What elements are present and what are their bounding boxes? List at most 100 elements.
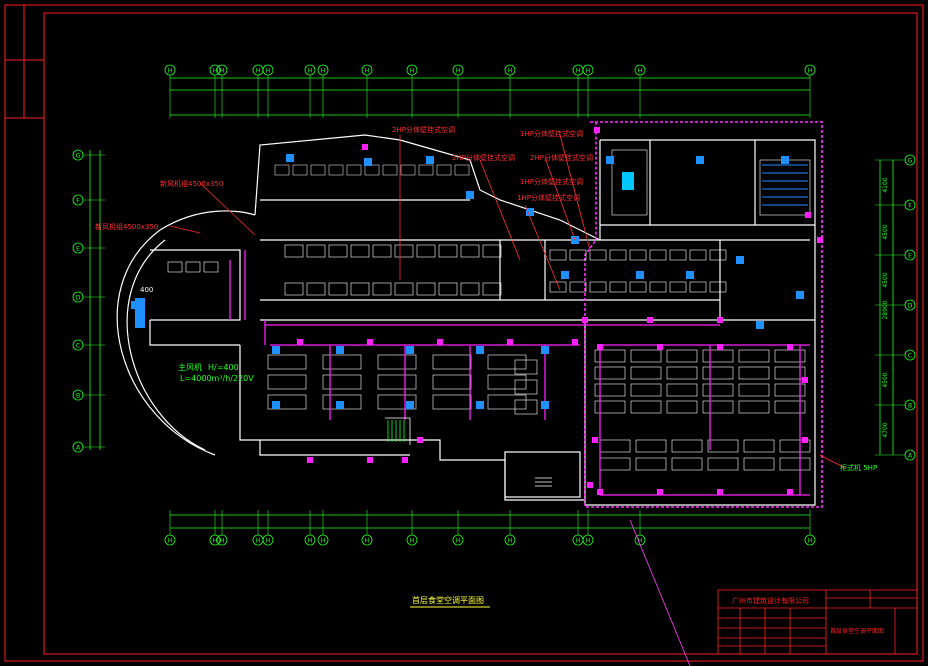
dining-table: [594, 400, 626, 414]
svg-text:H: H: [508, 68, 513, 75]
svg-text:G: G: [76, 153, 81, 160]
grid-bubble-right: A: [904, 449, 916, 461]
kitchen-counter: [709, 249, 727, 261]
grid-bubble-bottom: H: [252, 534, 264, 546]
svg-text:D: D: [76, 295, 81, 302]
kitchen-counter: [482, 244, 502, 258]
svg-text:E: E: [908, 253, 912, 260]
dining-table: [267, 394, 307, 410]
dining-table: [671, 439, 703, 453]
diffuser: [647, 317, 653, 323]
diffuser: [787, 489, 793, 495]
grid-bubble-top: H: [452, 64, 464, 76]
svg-text:H: H: [308, 538, 313, 545]
title-block-company: 广州市建筑设计有限公司: [732, 596, 809, 605]
diffuser: [657, 344, 663, 350]
svg-text:H: H: [586, 68, 591, 75]
svg-text:H: H: [576, 68, 581, 75]
dining-table: [514, 379, 538, 395]
svg-text:H: H: [256, 538, 261, 545]
diffuser: [717, 489, 723, 495]
ac-unit: [636, 271, 644, 279]
ac-unit: [286, 154, 294, 162]
drawing-title: 首层食堂空调平面图: [412, 595, 484, 605]
dining-table: [702, 349, 734, 363]
grid-bubble-right: B: [904, 399, 916, 411]
grid-bubble-top: H: [216, 64, 228, 76]
grid-bubble-top: H: [361, 64, 373, 76]
kitchen-counter: [306, 244, 326, 258]
revision-cloud: [584, 121, 823, 508]
svg-text:H: H: [508, 538, 513, 545]
dining-table: [707, 457, 739, 471]
kitchen-counter: [569, 249, 587, 261]
ac-unit: [476, 401, 484, 409]
dining-table: [702, 400, 734, 414]
ac-unit: [272, 401, 280, 409]
kitchen-counter: [609, 249, 627, 261]
kitchen-shelf: [310, 164, 326, 176]
kitchen-counter: [438, 244, 458, 258]
dining-table: [185, 261, 201, 273]
note-ac-6: 1HP分体壁挂式空调: [517, 193, 580, 202]
dining-table: [707, 439, 739, 453]
kitchen-shelf: [436, 164, 452, 176]
ac-unit: [796, 291, 804, 299]
diffuser: [787, 344, 793, 350]
ac-unit: [466, 191, 474, 199]
grid-bubble-top: H: [262, 64, 274, 76]
ac-unit: [696, 156, 704, 164]
kitchen-counter: [284, 282, 304, 296]
cold-room-unit: [622, 172, 634, 190]
diffuser: [597, 489, 603, 495]
drawing-frame: [4, 4, 924, 662]
kitchen-counter: [306, 282, 326, 296]
dining-table: [594, 366, 626, 380]
dining-table: [671, 457, 703, 471]
dining-table: [774, 400, 806, 414]
svg-text:H: H: [410, 538, 415, 545]
grid-bubble-bottom: H: [304, 534, 316, 546]
right-dimension-text: 4500: [882, 372, 889, 387]
diffuser: [572, 339, 578, 345]
grid-bubble-right: D: [904, 299, 916, 311]
note-ac-3: 1HP分体壁挂式空调: [520, 129, 583, 138]
kitchen-shelf: [454, 164, 470, 176]
kitchen-shelf: [418, 164, 434, 176]
grid-bubble-top: H: [304, 64, 316, 76]
title-block-sheet-title: 首层食堂空调平面图: [830, 627, 884, 635]
grid-bubble-right: E: [904, 249, 916, 261]
dining-tables: [167, 261, 811, 471]
dining-table: [779, 439, 811, 453]
svg-text:A: A: [908, 453, 913, 460]
ac-unit: [336, 401, 344, 409]
diffuser: [367, 457, 373, 463]
kitchen-counter: [328, 244, 348, 258]
kitchen-counter: [669, 281, 687, 293]
ac-unit: [336, 346, 344, 354]
kitchen-counter: [372, 244, 392, 258]
ac-unit: [736, 256, 744, 264]
grid-bubble-bottom: H: [164, 534, 176, 546]
dining-table: [738, 400, 770, 414]
grid-bubble-right: F: [904, 199, 916, 211]
building-outline: [116, 134, 816, 506]
svg-text:F: F: [76, 198, 80, 205]
kitchen-counter: [549, 249, 567, 261]
dining-table: [738, 383, 770, 397]
kitchen-counter: [589, 281, 607, 293]
dining-table: [594, 349, 626, 363]
kitchen-shelf: [328, 164, 344, 176]
grid-bubble-bottom: H: [804, 534, 816, 546]
dining-table: [599, 439, 631, 453]
svg-text:G: G: [908, 158, 913, 165]
grid-bubble-top: H: [504, 64, 516, 76]
storage-room: [759, 159, 811, 216]
dining-table: [666, 383, 698, 397]
svg-text:H: H: [308, 68, 313, 75]
svg-text:H: H: [586, 538, 591, 545]
svg-text:H: H: [213, 538, 218, 545]
kitchen-counter: [649, 281, 667, 293]
